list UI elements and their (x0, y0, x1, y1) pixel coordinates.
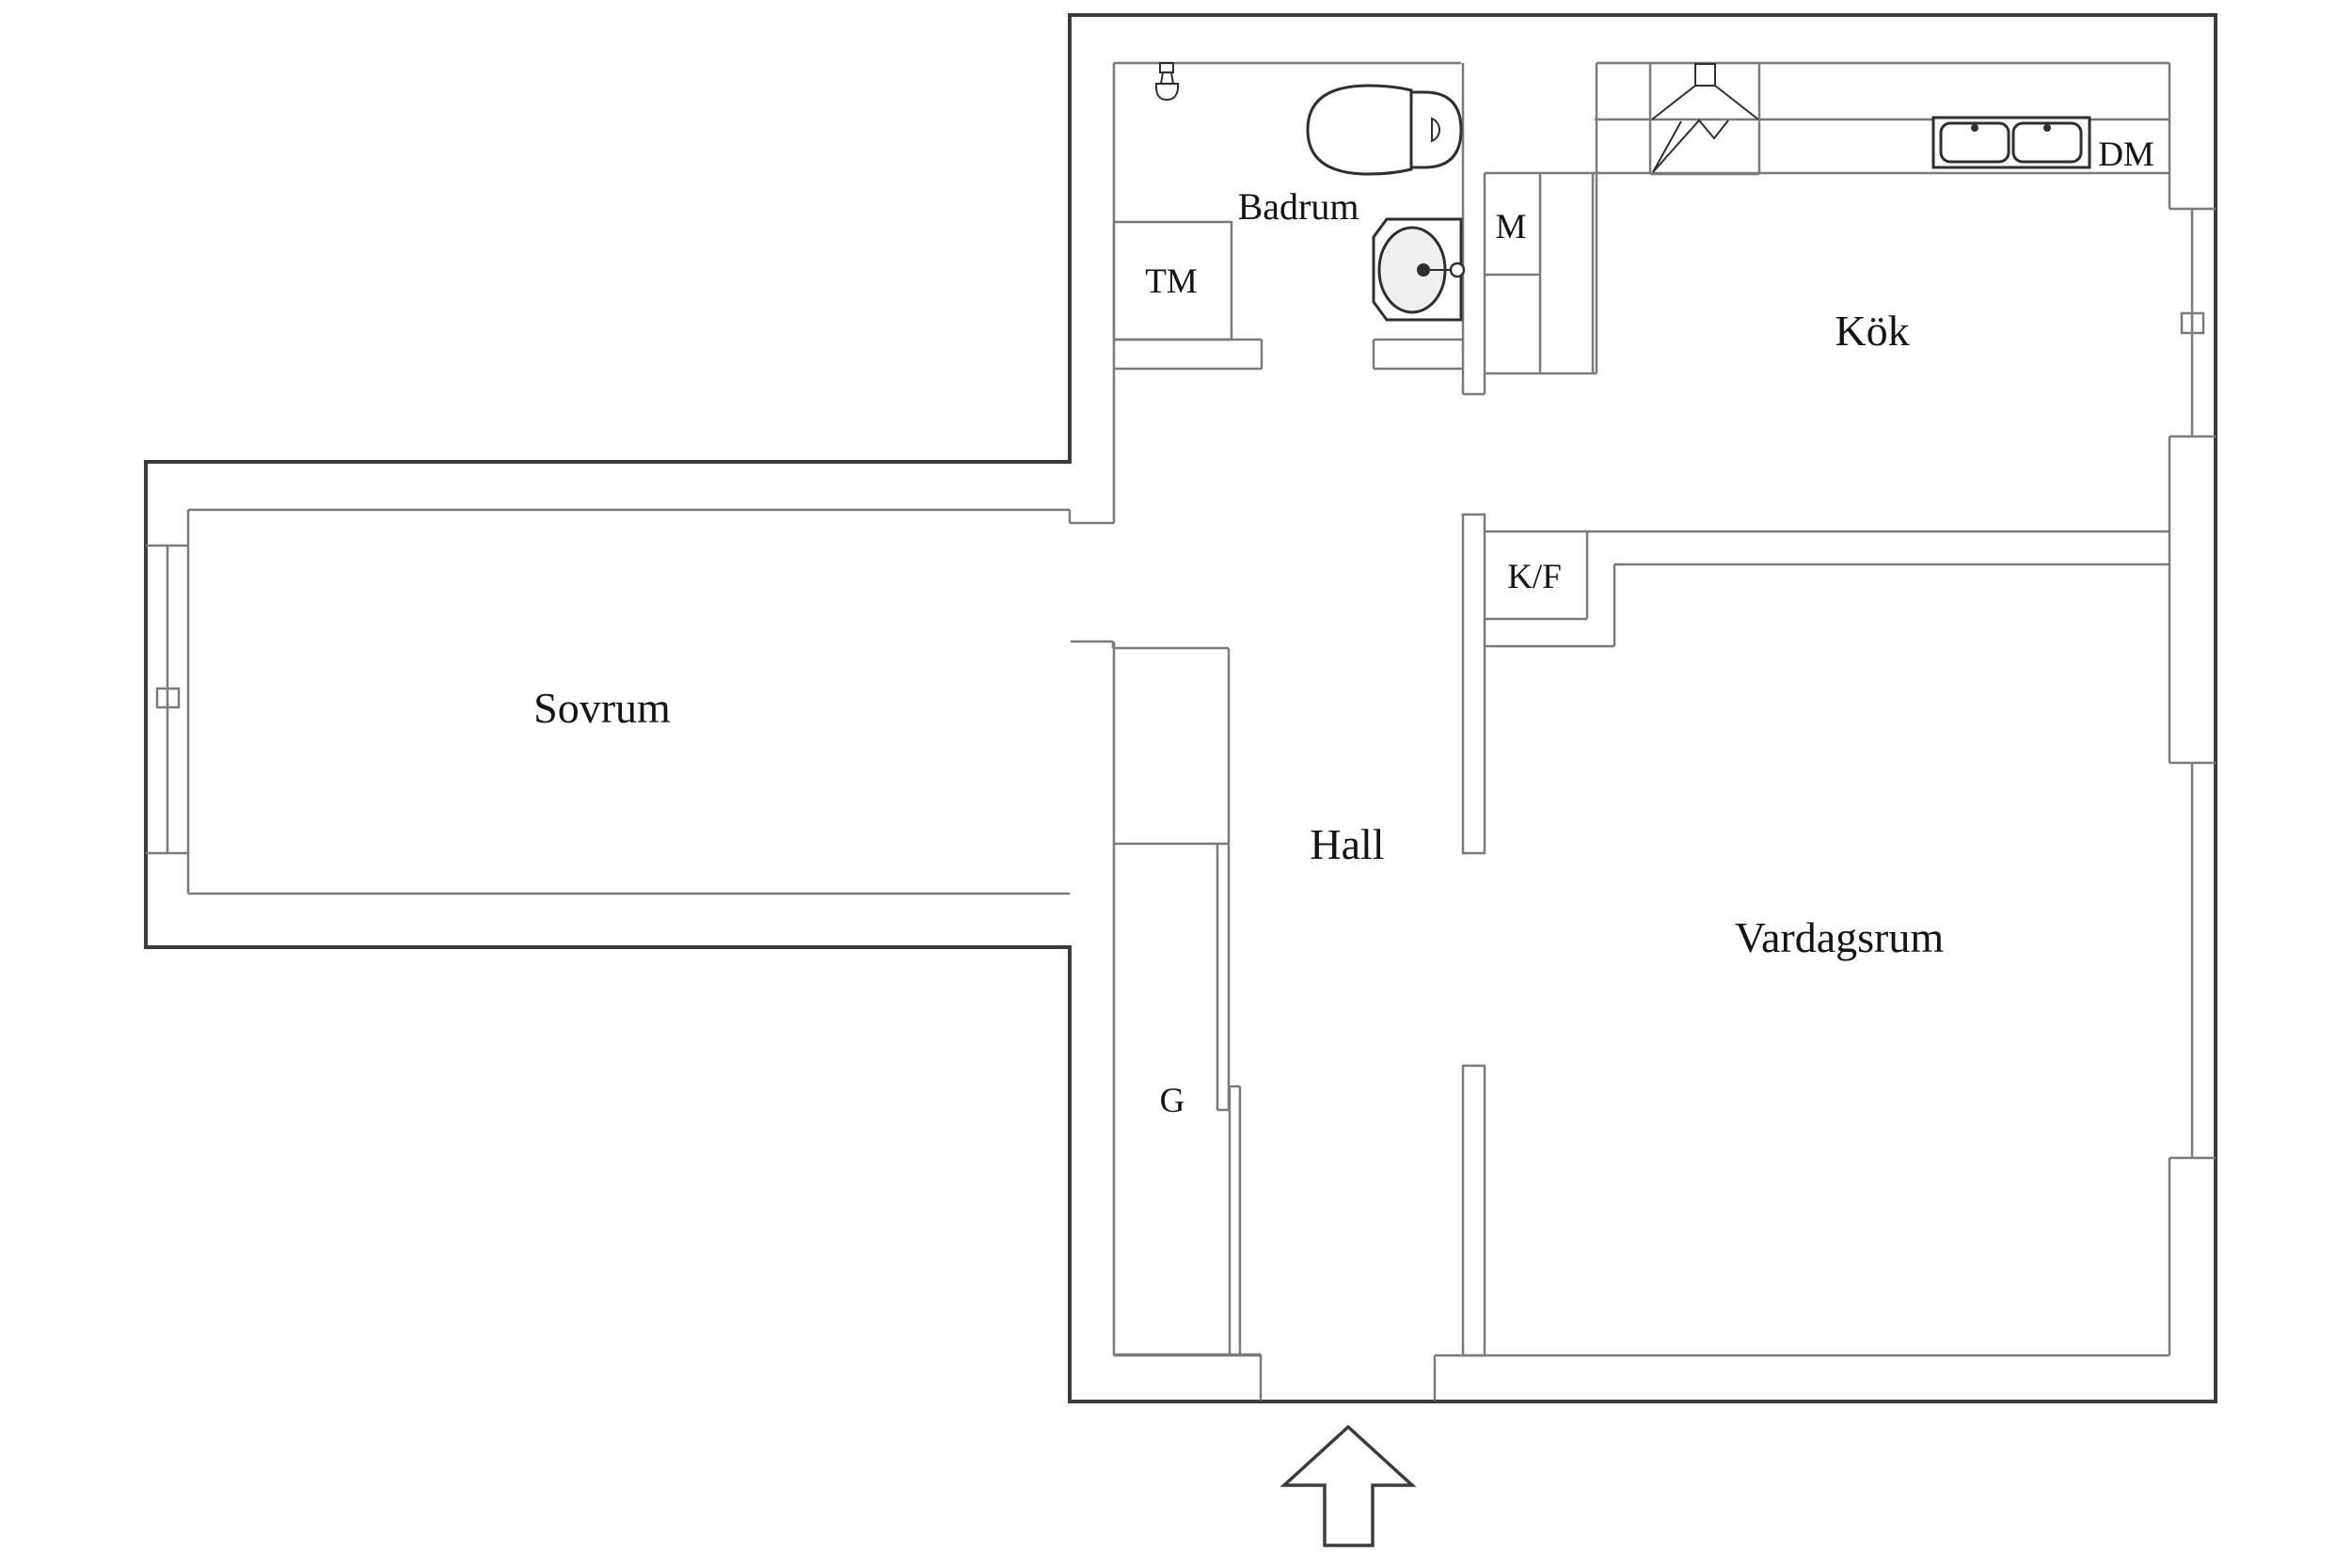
exterior-walls (144, 13, 2217, 1403)
shower-icon (1154, 62, 1180, 102)
room-label-washing-machine: TM (1145, 262, 1198, 301)
room-label-cabinet: M (1496, 208, 1527, 246)
cabinet-nook (1485, 173, 1597, 375)
room-label-kitchen: Kök (1835, 307, 1909, 355)
kitchen-walls (1485, 63, 2169, 648)
washbasin-icon (1372, 217, 1466, 322)
room-label-bedroom: Sovrum (533, 684, 671, 732)
window-latch-icon (2180, 311, 2205, 335)
washing-machine-box (1112, 220, 1233, 341)
bedroom-walls (186, 508, 1070, 895)
room-label-wardrobe: G (1160, 1082, 1185, 1120)
toilet-icon (1306, 84, 1463, 176)
fridge-freezer-box (1485, 531, 1589, 621)
bedroom-window (146, 544, 188, 855)
room-label-living-room: Vardagsrum (1735, 913, 1944, 961)
entrance-arrow-icon (1279, 1424, 1417, 1547)
stove-hood-icon (1648, 63, 1761, 176)
room-labels: Badrum TM M Kök DM K/F Sovrum Hall G Var… (533, 135, 2154, 1120)
kitchen-window (2169, 207, 2216, 438)
room-label-fridge-freezer: K/F (1507, 558, 1562, 596)
hall-living-divider (1259, 513, 1486, 1401)
kitchen-sink-icon (1931, 116, 2091, 169)
bathroom-walls (1114, 63, 1486, 396)
room-label-dishwasher: DM (2098, 135, 2154, 174)
living-room-window (2169, 761, 2216, 1160)
wardrobe-walls (1111, 641, 1261, 1356)
interior-wall-faces (1068, 61, 2171, 1357)
window-latch-icon (155, 687, 181, 709)
room-label-hall: Hall (1310, 820, 1384, 868)
room-label-bathroom: Badrum (1238, 185, 1359, 228)
